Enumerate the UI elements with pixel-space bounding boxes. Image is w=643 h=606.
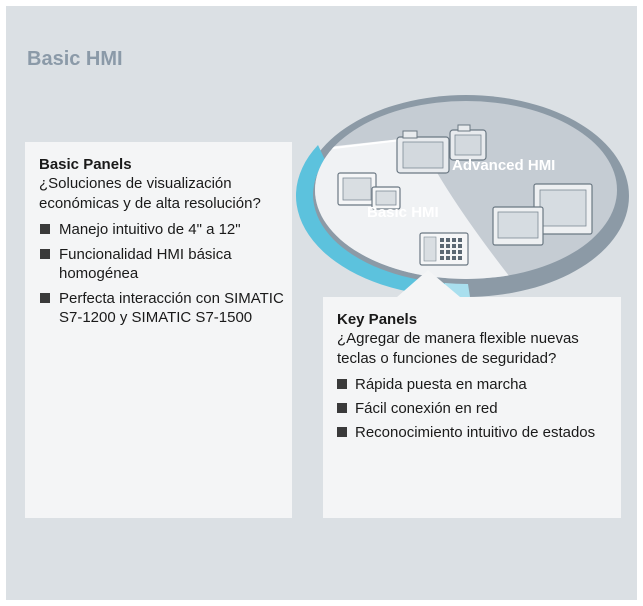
list-item: Rápida puesta en marcha [337,375,613,394]
bullet-square-icon [40,249,50,259]
page-title: Basic HMI [27,48,123,70]
basic-panels-box: Basic Panels ¿Soluciones de visualizació… [25,142,292,518]
bullet-square-icon [40,293,50,303]
bullet-square-icon [337,403,347,413]
list-item: Reconocimiento intuitivo de estados [337,423,613,442]
list-item: Manejo intuitivo de 4" a 12" [39,220,284,239]
basic-hmi-label: Basic HMI [367,204,439,221]
bullet-square-icon [337,427,347,437]
basic-hmi-ring-arc [295,145,445,296]
bullet-square-icon [40,224,50,234]
basic-panels-list: Manejo intuitivo de 4" a 12" Funcionalid… [39,220,284,327]
key-panels-heading: Key Panels [337,311,418,328]
basic-devices [337,172,469,266]
key-panels-list: Rápida puesta en marcha Fácil conexión e… [337,375,613,442]
advanced-hmi-label: Advanced HMI [452,157,556,174]
key-panels-box: Key Panels ¿Agregar de manera flexible n… [323,297,621,518]
basic-panels-question: ¿Soluciones de visualización económicas … [39,175,261,212]
list-item: Fácil conexión en red [337,399,613,418]
basic-panels-heading: Basic Panels [39,156,132,173]
list-item: Perfecta interacción con SIMATIC S7-1200… [39,289,284,327]
bullet-square-icon [337,379,347,389]
callout-pointer [397,270,460,297]
key-panels-question: ¿Agregar de manera flexible nuevas tecla… [337,330,579,367]
list-item: Funcionalidad HMI básica homogénea [39,245,284,283]
advanced-devices [396,124,593,246]
